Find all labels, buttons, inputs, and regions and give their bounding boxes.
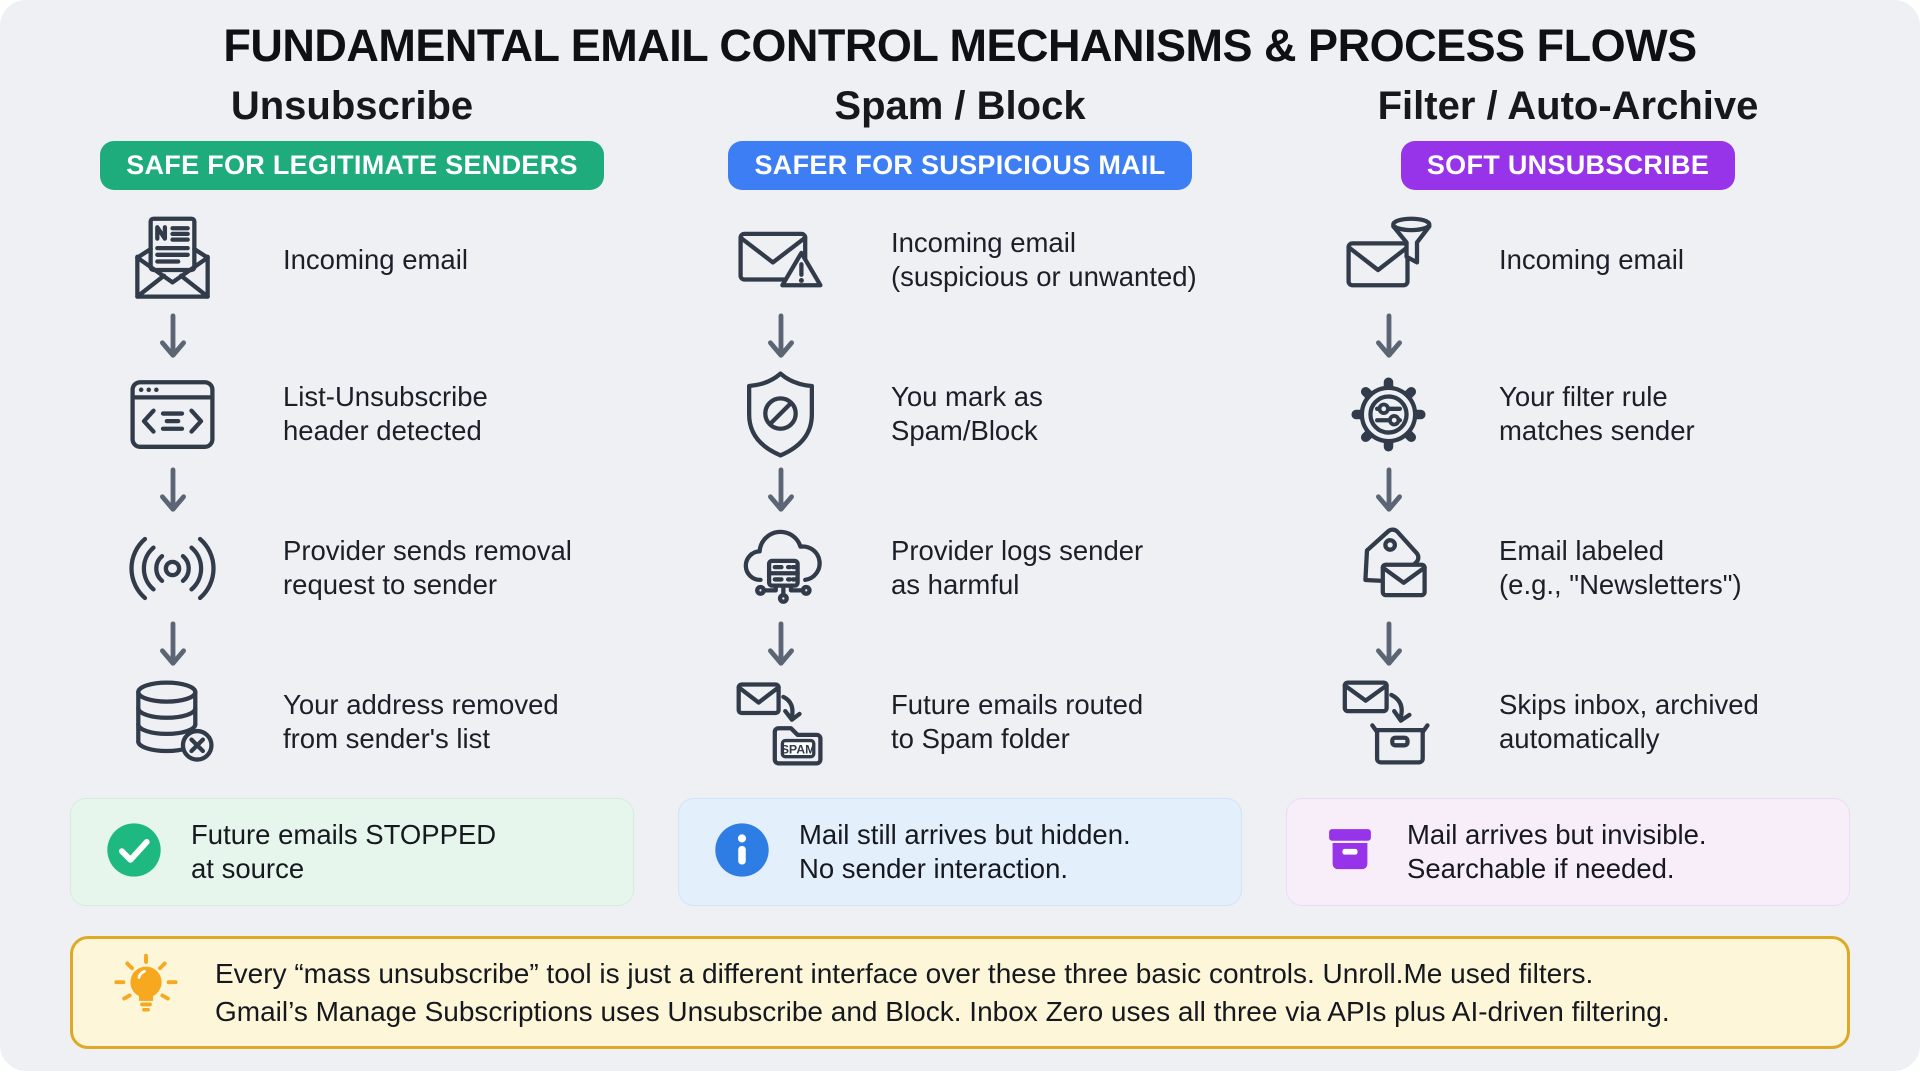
step-label: Provider sends removal request to sender <box>283 535 572 600</box>
result-box-spam-block: Mail still arrives but hidden. No sender… <box>678 798 1242 906</box>
step-row: SPAM Future emails routed to Spam folder <box>678 672 1242 772</box>
spam-folder-icon: SPAM <box>678 675 883 770</box>
result-label: Mail still arrives but hidden. No sender… <box>799 818 1131 884</box>
step-row: You mark as Spam/Block <box>678 364 1242 464</box>
arrow-down-icon <box>1286 618 1491 672</box>
arrow-down-icon <box>70 464 275 518</box>
result-label: Future emails STOPPED at source <box>191 818 497 884</box>
step-row: Your filter rule matches sender <box>1286 364 1850 464</box>
arrow-down-icon <box>678 618 883 672</box>
archive-box-icon <box>1321 821 1379 884</box>
step-label: Incoming email <box>1499 244 1684 276</box>
database-remove-icon <box>70 675 275 770</box>
step-label: Email labeled (e.g., "Newsletters") <box>1499 535 1742 600</box>
step-row: Provider logs sender as harmful <box>678 518 1242 618</box>
arrow-down-icon <box>1286 464 1491 518</box>
svg-text:SPAM: SPAM <box>781 742 816 756</box>
column-heading: Spam / Block <box>834 84 1086 128</box>
archive-email-icon <box>1286 675 1491 770</box>
result-box-filter-archive: Mail arrives but invisible. Searchable i… <box>1286 798 1850 906</box>
step-row: Provider sends removal request to sender <box>70 518 634 618</box>
step-row: Incoming email (suspicious or unwanted) <box>678 210 1242 310</box>
step-label: Incoming email (suspicious or unwanted) <box>891 227 1197 292</box>
column-heading: Unsubscribe <box>230 84 474 128</box>
arrow-down-icon <box>678 310 883 364</box>
status-badge: SOFT UNSUBSCRIBE <box>1400 141 1736 190</box>
footer-text: Every “mass unsubscribe” tool is just a … <box>215 957 1670 1027</box>
step-label: List-Unsubscribe header detected <box>283 381 488 446</box>
step-label: You mark as Spam/Block <box>891 381 1043 446</box>
step-label: Future emails routed to Spam folder <box>891 689 1144 754</box>
step-label: Provider logs sender as harmful <box>891 535 1144 600</box>
page-title: FUNDAMENTAL EMAIL CONTROL MECHANISMS & P… <box>223 20 1697 71</box>
suspicious-email-icon <box>678 213 883 308</box>
lightbulb-icon <box>107 951 185 1034</box>
flow-spam-block: Incoming email (suspicious or unwanted) <box>678 210 1242 772</box>
column-filter-archive: Filter / Auto-Archive SOFT UNSUBSCRIBE I… <box>1286 84 1850 906</box>
step-row: Incoming email <box>70 210 634 310</box>
step-row: Your address removed from sender's list <box>70 672 634 772</box>
column-unsubscribe: Unsubscribe SAFE FOR LEGITIMATE SENDERS <box>70 84 634 906</box>
step-label: Skips inbox, archived automatically <box>1499 689 1759 754</box>
step-label: Your filter rule matches sender <box>1499 381 1695 446</box>
list-unsubscribe-header-icon <box>70 367 275 462</box>
step-label: Incoming email <box>283 244 468 276</box>
label-email-icon <box>1286 521 1491 616</box>
cloud-server-icon <box>678 521 883 616</box>
result-box-unsubscribe: Future emails STOPPED at source <box>70 798 634 906</box>
footer-note: Every “mass unsubscribe” tool is just a … <box>70 936 1850 1049</box>
column-heading: Filter / Auto-Archive <box>1377 84 1759 128</box>
step-label: Your address removed from sender's list <box>283 689 559 754</box>
arrow-down-icon <box>678 464 883 518</box>
status-badge: SAFE FOR LEGITIMATE SENDERS <box>100 141 604 190</box>
filter-email-icon <box>1286 213 1491 308</box>
result-label: Mail arrives but invisible. Searchable i… <box>1407 818 1707 884</box>
step-row: Incoming email <box>1286 210 1850 310</box>
newsletter-email-icon <box>70 213 275 308</box>
shield-block-icon <box>678 367 883 462</box>
info-circle-icon <box>713 821 771 884</box>
columns-container: Unsubscribe SAFE FOR LEGITIMATE SENDERS <box>70 84 1850 906</box>
arrow-down-icon <box>70 310 275 364</box>
flow-unsubscribe: Incoming email <box>70 210 634 772</box>
arrow-down-icon <box>70 618 275 672</box>
flow-filter-archive: Incoming email <box>1286 210 1850 772</box>
step-row: List-Unsubscribe header detected <box>70 364 634 464</box>
column-spam-block: Spam / Block SAFER FOR SUSPICIOUS MAIL <box>678 84 1242 906</box>
broadcast-signal-icon <box>70 521 275 616</box>
step-row: Email labeled (e.g., "Newsletters") <box>1286 518 1850 618</box>
check-circle-icon <box>105 821 163 884</box>
arrow-down-icon <box>1286 310 1491 364</box>
filter-rule-gear-icon <box>1286 367 1491 462</box>
status-badge: SAFER FOR SUSPICIOUS MAIL <box>728 141 1192 190</box>
step-row: Skips inbox, archived automatically <box>1286 672 1850 772</box>
